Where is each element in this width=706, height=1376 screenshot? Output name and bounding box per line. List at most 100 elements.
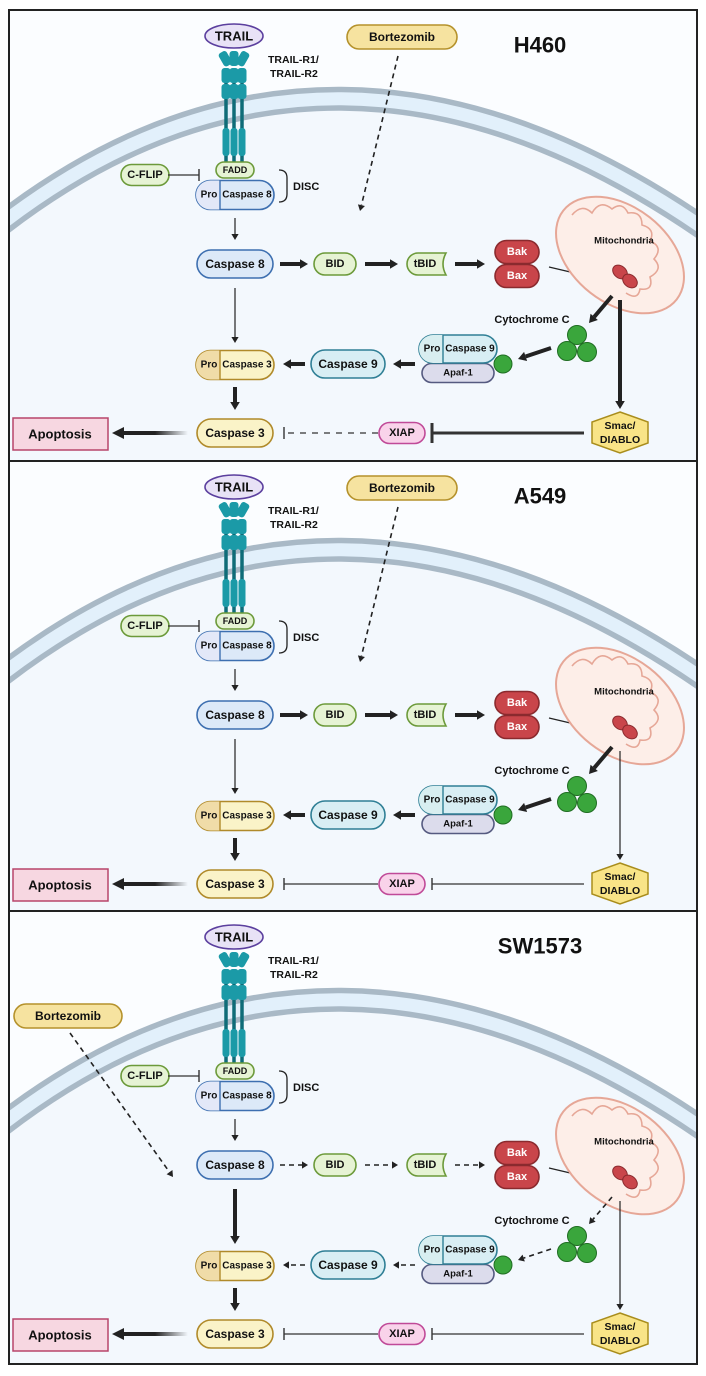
xiap-shape (378, 1322, 426, 1346)
disc-bracket (278, 169, 288, 203)
bid: BID (313, 703, 357, 727)
disc-label: DISC (293, 632, 319, 644)
caspase9-shape (310, 800, 386, 830)
arrow-shaft (122, 1332, 188, 1336)
casp8-to-procasp3-arrow-arrowhead (231, 788, 239, 794)
apaf1: Apaf-1 (421, 362, 495, 384)
procaspase8-label: Caspase 8 (222, 1091, 272, 1102)
procaspase9-pro-domain (419, 1236, 443, 1264)
mitochondria-label: Mitochondria (594, 687, 654, 698)
casp8-to-bid-arrow (280, 710, 308, 720)
cflip-label: C-FLIP (127, 1070, 162, 1082)
casp3-to-apoptosis-arrow (112, 1328, 188, 1340)
bax-label: Bax (507, 1171, 528, 1183)
caspase9: Caspase 9 (310, 1250, 386, 1280)
cytc-to-apoptosome-arrow-shaft (523, 1248, 552, 1259)
bak-label: Bak (507, 697, 528, 709)
receptor-domain (229, 68, 239, 83)
cell-membrane-inner (9, 92, 697, 232)
cell-membrane-inner (9, 543, 697, 683)
receptor-domain (229, 985, 239, 1000)
casp9-to-procasp3-arrow-arrowhead (283, 810, 291, 820)
caspase3-shape (196, 1319, 274, 1349)
bax (494, 263, 540, 289)
cflip-inhibits-disc (168, 620, 200, 632)
caspase8: Caspase 8 (196, 700, 274, 730)
procaspase3-label: Caspase 3 (222, 811, 272, 822)
procaspase9-label: Caspase 9 (445, 344, 495, 355)
bortezomib: Bortezomib (346, 24, 458, 50)
caspase3: Caspase 3 (196, 869, 274, 899)
casp9-to-procasp3-arrow-arrowhead (283, 1261, 289, 1269)
bound-cytochrome-c (493, 354, 513, 374)
bax (494, 714, 540, 740)
caspase9-label: Caspase 9 (318, 808, 378, 822)
cytochrome-c-label: Cytochrome C (494, 765, 569, 777)
bid-label: BID (326, 709, 345, 721)
casp9-to-procasp3-arrow (283, 359, 305, 369)
receptor-label: TRAIL-R2 (270, 68, 318, 80)
receptor-domain (221, 535, 231, 550)
xiap: XIAP (378, 872, 426, 896)
xiap-inhibits-casp3 (283, 1328, 378, 1340)
mito-to-cytc-arrow (589, 294, 614, 323)
xiap-label: XIAP (389, 427, 415, 439)
tbid-label: tBID (414, 258, 437, 270)
tbid-label: tBID (414, 709, 437, 721)
cytc-to-apoptosome-arrow-arrowhead (518, 351, 528, 362)
cell-line-label: H460 (514, 33, 567, 58)
procasp3-to-casp3-arrow-arrowhead (230, 853, 240, 861)
receptor-domain (221, 68, 231, 83)
cytochrome-c-molecule (557, 341, 577, 361)
receptor-tm-domain (238, 128, 246, 156)
caspase8: Caspase 8 (196, 1150, 274, 1180)
arrow-shaft (122, 882, 188, 886)
procaspase3-pro-domain (196, 1251, 220, 1281)
procasp9-to-casp9-arrow (393, 810, 415, 820)
receptor-label: TRAIL-R2 (270, 969, 318, 981)
cytochrome-c-molecule (577, 793, 597, 813)
smac-label: Smac/ (605, 1321, 636, 1333)
receptor-label: TRAIL-R2 (270, 519, 318, 531)
bid: BID (313, 252, 357, 276)
bortezomib: Bortezomib (346, 475, 458, 501)
bortezomib: Bortezomib (13, 1003, 123, 1029)
receptor-domain (221, 985, 231, 1000)
procaspase8-pro-label: Pro (201, 641, 218, 652)
casp8-to-bid-arrow-arrowhead (302, 1161, 308, 1169)
procasp8-to-casp8-arrow-arrowhead (231, 1135, 239, 1141)
mitochondria: Mitochondria (555, 646, 685, 766)
casp8-to-bid-arrow (280, 1161, 308, 1169)
fadd-shape (215, 161, 255, 179)
receptor-domain (229, 535, 239, 550)
smac-diablo: Smac/DIABLO (591, 1312, 649, 1355)
procasp8-to-casp8-arrow (231, 1119, 239, 1141)
procaspase9-pro-label: Pro (424, 795, 441, 806)
mito-to-smac-arrow-arrowhead (616, 854, 624, 860)
caspase3-label: Caspase 3 (205, 1327, 265, 1341)
fadd-shape (215, 612, 255, 630)
apoptosis: Apoptosis (12, 868, 109, 902)
tbid-to-bakbax-arrow-arrowhead (477, 259, 485, 269)
apoptosis-label: Apoptosis (28, 427, 92, 442)
trail-label: TRAIL (215, 29, 253, 44)
disc-label: DISC (293, 181, 319, 193)
apaf1-label: Apaf-1 (443, 368, 473, 379)
apoptosis-box (12, 1318, 109, 1352)
procaspase9-pro-label: Pro (424, 344, 441, 355)
apoptosis-box (12, 868, 109, 902)
cytc-to-apoptosome-arrow-arrowhead (518, 802, 528, 813)
receptor-domain (237, 519, 247, 534)
receptor-tm-domain (230, 1029, 238, 1057)
bortezomib-label: Bortezomib (35, 1009, 101, 1023)
tbid-shape (406, 1153, 448, 1177)
receptor-domain (237, 84, 247, 99)
procasp9-to-casp9-arrow-arrowhead (393, 359, 401, 369)
smac-diablo: Smac/DIABLO (591, 411, 649, 454)
